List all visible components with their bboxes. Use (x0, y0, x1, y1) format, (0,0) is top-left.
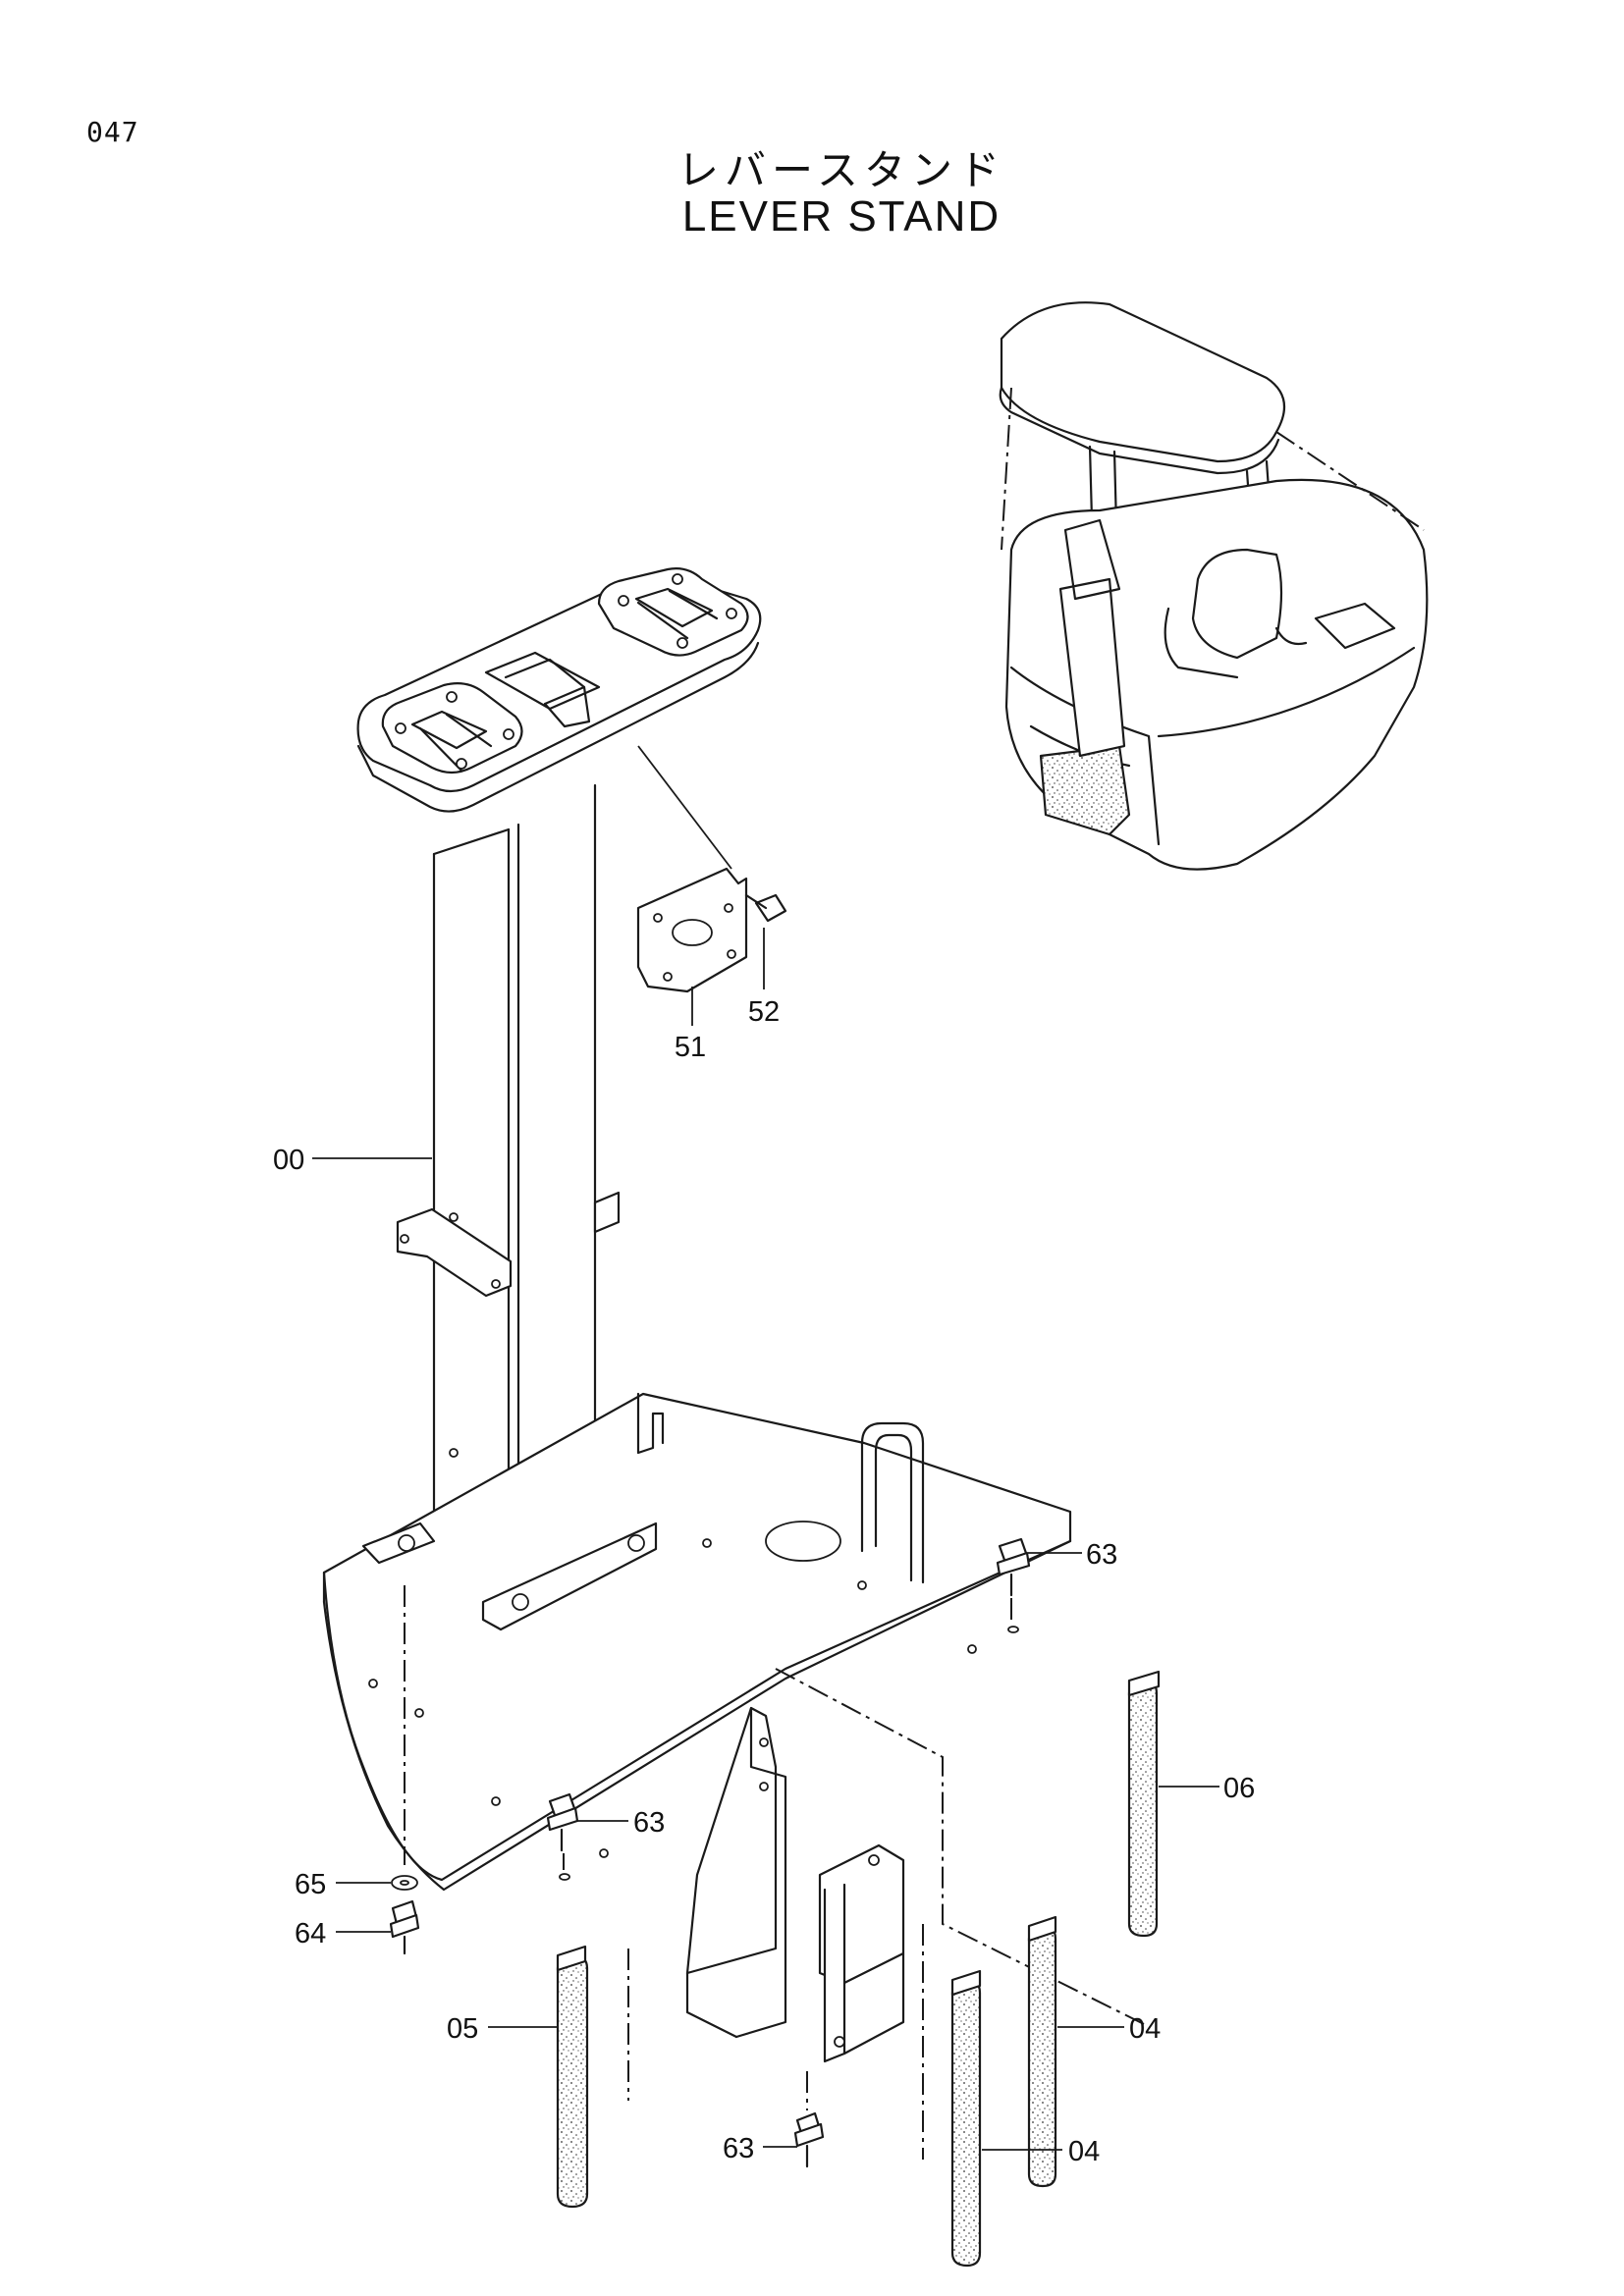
bolt-part-63-top (996, 1537, 1031, 1633)
callout-leaders (312, 928, 1219, 2151)
bolt-part-63-bottom (793, 2071, 825, 2168)
bolt-part-52 (744, 893, 787, 923)
cushion-part-05 (556, 1945, 589, 2209)
callout-63-top: 63 (1086, 1539, 1117, 1571)
callout-65: 65 (295, 1869, 326, 1900)
excavator-cab-location-icon (999, 301, 1429, 871)
callout-05: 05 (447, 2013, 478, 2045)
cushion-part-04-right (1027, 1915, 1057, 2188)
callout-00: 00 (273, 1145, 304, 1176)
mounting-bracket-part-51 (636, 745, 748, 993)
washer-part-65 (391, 1585, 418, 1891)
callout-51: 51 (675, 1032, 706, 1063)
bolt-part-63-middle (546, 1792, 579, 1881)
callout-63-bottom: 63 (723, 2133, 754, 2164)
callout-06: 06 (1223, 1773, 1255, 1804)
callout-64: 64 (295, 1918, 326, 1949)
page-number: 047 (86, 116, 139, 148)
callout-labels: 51 52 00 63 06 63 65 64 05 04 63 04 (273, 996, 1255, 2167)
callout-04-bottom: 04 (1068, 2136, 1100, 2167)
title-japanese: レバースタンド (677, 146, 1005, 194)
callout-63-middle: 63 (633, 1807, 665, 1839)
lever-stand-assembly (322, 567, 1145, 2160)
callout-52: 52 (748, 996, 780, 1028)
cushion-part-06 (1127, 1670, 1161, 1938)
bolt-part-64 (389, 1899, 420, 1955)
callout-04-right: 04 (1129, 2013, 1161, 2045)
cushion-part-04-bottom (950, 1969, 982, 2268)
title-english: LEVER STAND (681, 192, 1001, 240)
